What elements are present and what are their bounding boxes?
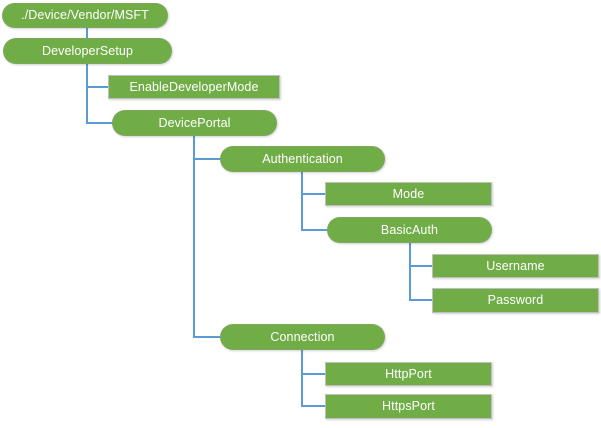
connector-connection-to-httpsport: [301, 349, 326, 407]
tree-node-devsetup[interactable]: DeveloperSetup: [3, 38, 172, 64]
tree-node-label: Username: [486, 258, 545, 273]
tree-node-deviceportal[interactable]: DevicePortal: [112, 110, 277, 136]
connector-basicauth-to-password: [409, 242, 433, 301]
tree-node-username[interactable]: Username: [432, 254, 599, 278]
connector-authentication-to-mode: [301, 171, 326, 195]
tree-node-connection[interactable]: Connection: [220, 324, 385, 350]
tree-node-label: DevicePortal: [158, 115, 231, 130]
tree-node-label: Mode: [392, 186, 425, 201]
tree-node-label: Authentication: [262, 151, 343, 166]
tree-node-mode[interactable]: Mode: [325, 182, 492, 206]
connector-devsetup-to-enabledevmode: [86, 63, 109, 88]
connector-deviceportal-to-connection: [193, 135, 226, 338]
connector-connection-to-httpport: [301, 349, 326, 375]
tree-node-label: HttpPort: [385, 366, 432, 381]
tree-node-label: EnableDeveloperMode: [129, 79, 259, 94]
tree-node-label: HttpsPort: [382, 399, 435, 414]
tree-node-password[interactable]: Password: [432, 288, 599, 313]
tree-node-root[interactable]: ./Device/Vendor/MSFT: [2, 3, 168, 28]
connector-basicauth-to-username: [409, 242, 433, 267]
tree-node-label: BasicAuth: [380, 222, 439, 237]
tree-node-label: Password: [487, 293, 544, 308]
tree-node-enabledevmode[interactable]: EnableDeveloperMode: [108, 75, 280, 99]
tree-node-authentication[interactable]: Authentication: [220, 146, 385, 172]
tree-node-httpsport[interactable]: HttpsPort: [325, 394, 492, 419]
tree-node-label: ./Device/Vendor/MSFT: [21, 8, 149, 23]
tree-node-label: DeveloperSetup: [41, 43, 134, 58]
tree-node-basicauth[interactable]: BasicAuth: [327, 217, 492, 243]
tree-node-httpport[interactable]: HttpPort: [325, 362, 492, 386]
tree-node-label: Connection: [270, 329, 335, 344]
